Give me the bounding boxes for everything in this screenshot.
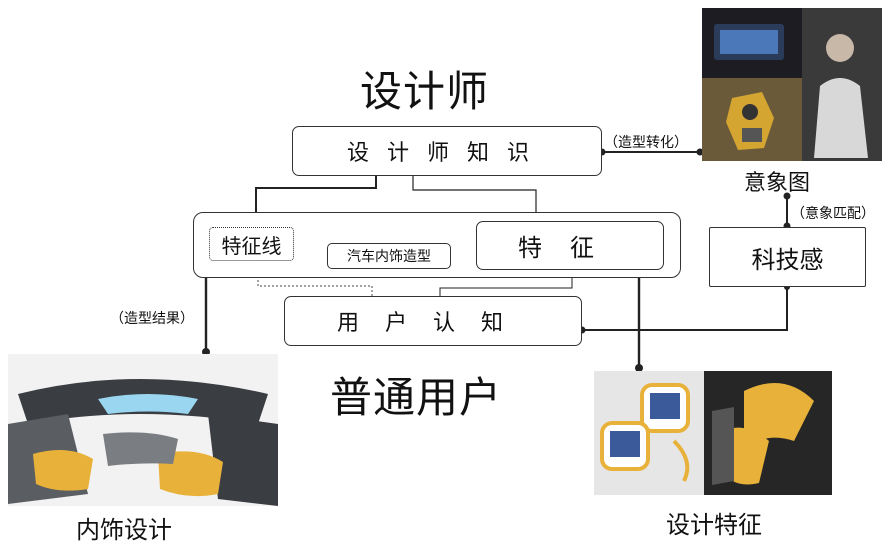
imagery-collage [702,8,882,161]
arrow-knowledge-to-feature [412,176,541,226]
feature-label: 特征 [518,234,622,262]
design-features-collage [594,371,832,495]
imagery-match-annotation: （意象匹配） [791,206,875,222]
interior-design-caption: 内饰设计 [76,516,172,544]
user-cognition-label: 用户认知 [336,311,529,336]
design-features-image [594,371,832,495]
designer-knowledge-label: 设计师知识 [346,141,547,166]
feature-line-label: 特征线 [221,233,282,258]
car-interior-modeling-label: 汽车内饰造型 [347,249,431,265]
designer-title: 设计师 [360,67,490,116]
car-interior-modeling-box: 汽车内饰造型 [327,243,451,269]
arrow-knowledge-to-featureline [248,176,377,234]
imagery-map-image [702,8,882,161]
modeling-result-annotation: （造型结果） [110,311,194,327]
tech-sense-label: 科技感 [751,245,824,274]
line-tech-to-user [582,287,788,331]
user-title: 普通用户 [330,373,503,422]
design-features-caption: 设计特征 [666,511,762,539]
interior-sketch [8,354,278,506]
tech-sense-box: 科技感 [709,227,866,287]
imagery-map-caption: 意象图 [744,171,811,196]
designer-knowledge-box: 设计师知识 [292,126,602,176]
feature-line-box: 特征线 [209,227,294,261]
modeling-transform-annotation: （造型转化） [604,135,688,151]
feature-box: 特征 [476,221,664,270]
user-cognition-box: 用户认知 [284,296,582,346]
interior-design-image [8,354,278,506]
